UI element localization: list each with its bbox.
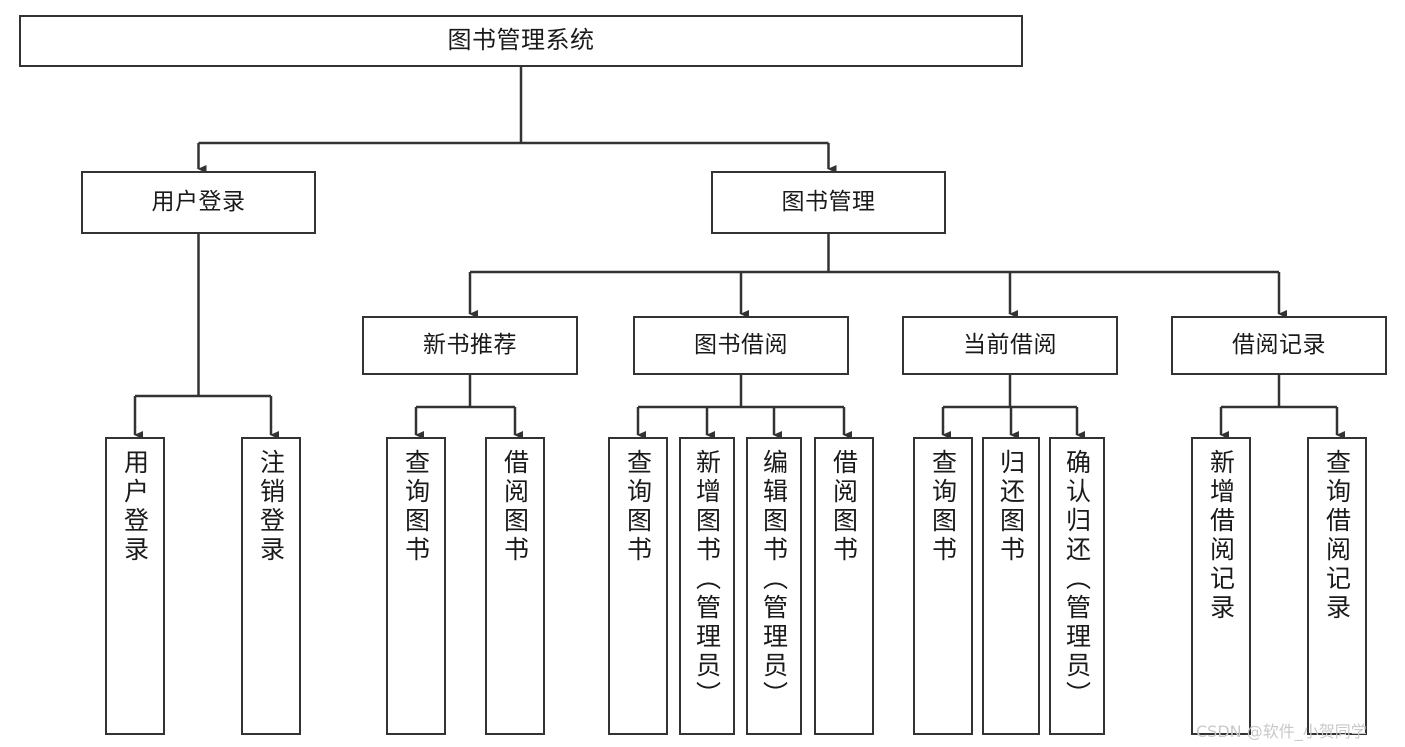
node-label: 图书管理系统 xyxy=(447,26,595,55)
node-label: 查询借阅记录 xyxy=(1322,449,1352,623)
node-leaf-rec-1[interactable]: 新增借阅记录 xyxy=(1191,437,1251,735)
node-leaf-cur-2[interactable]: 归还图书 xyxy=(982,437,1040,735)
node-label: 用户登录 xyxy=(120,449,150,565)
node-bookmgmt[interactable]: 图书管理 xyxy=(711,171,946,234)
node-leaf-new-1[interactable]: 查询图书 xyxy=(386,437,446,735)
node-label: 借阅记录 xyxy=(1232,332,1326,359)
node-leaf-login-2[interactable]: 注销登录 xyxy=(241,437,301,735)
node-label: 查询图书 xyxy=(401,449,431,565)
node-label: 用户登录 xyxy=(151,189,246,216)
node-label: 编辑图书（管理员） xyxy=(759,449,789,710)
node-leaf-bor-1[interactable]: 查询图书 xyxy=(608,437,668,735)
node-label: 当前借阅 xyxy=(963,332,1057,359)
node-leaf-new-2[interactable]: 借阅图书 xyxy=(485,437,545,735)
node-leaf-rec-2[interactable]: 查询借阅记录 xyxy=(1307,437,1367,735)
node-leaf-bor-4[interactable]: 借阅图书 xyxy=(814,437,874,735)
node-label: 借阅图书 xyxy=(829,449,859,565)
node-leaf-bor-3[interactable]: 编辑图书（管理员） xyxy=(746,437,802,735)
node-leaf-login-1[interactable]: 用户登录 xyxy=(105,437,165,735)
node-current[interactable]: 当前借阅 xyxy=(902,316,1118,375)
node-label: 确认归还（管理员） xyxy=(1062,449,1092,710)
node-label: 查询图书 xyxy=(623,449,653,565)
node-leaf-bor-2[interactable]: 新增图书（管理员） xyxy=(679,437,735,735)
node-label: 新增借阅记录 xyxy=(1206,449,1236,623)
node-label: 归还图书 xyxy=(996,449,1026,565)
node-records[interactable]: 借阅记录 xyxy=(1171,316,1387,375)
node-borrow[interactable]: 图书借阅 xyxy=(633,316,849,375)
csdn-watermark: CSDN @软件_小贺同学 xyxy=(1196,722,1367,741)
node-label: 新书推荐 xyxy=(423,332,517,359)
node-label: 图书借阅 xyxy=(694,332,788,359)
node-label: 新增图书（管理员） xyxy=(692,449,722,710)
node-label: 注销登录 xyxy=(256,449,286,565)
node-leaf-cur-1[interactable]: 查询图书 xyxy=(913,437,973,735)
node-label: 图书管理 xyxy=(781,189,876,216)
node-root[interactable]: 图书管理系统 xyxy=(19,15,1023,67)
node-label: 查询图书 xyxy=(928,449,958,565)
node-login[interactable]: 用户登录 xyxy=(81,171,316,234)
node-leaf-cur-3[interactable]: 确认归还（管理员） xyxy=(1049,437,1105,735)
node-label: 借阅图书 xyxy=(500,449,530,565)
node-newbook[interactable]: 新书推荐 xyxy=(362,316,578,375)
